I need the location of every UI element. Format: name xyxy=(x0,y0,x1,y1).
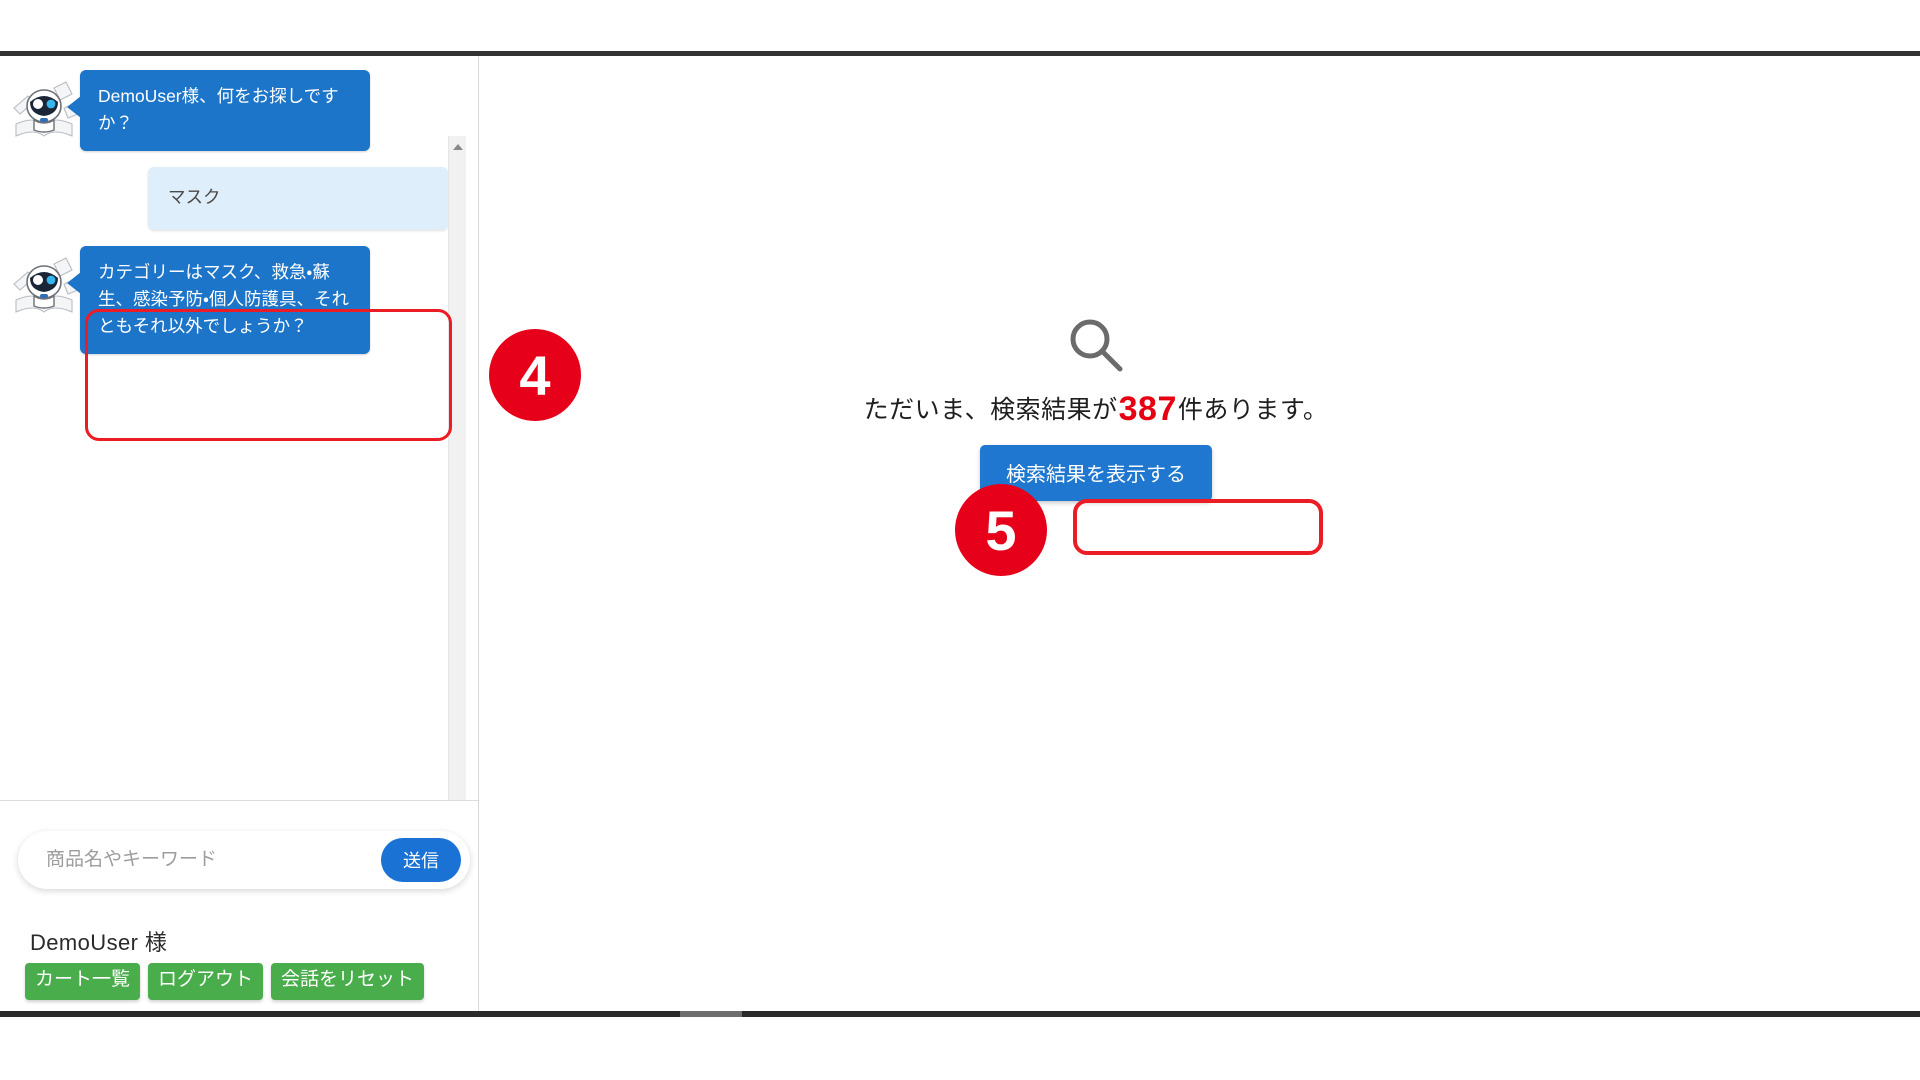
composer-input-pill: 送信 xyxy=(18,831,470,889)
horizontal-scrollbar-thumb[interactable] xyxy=(680,1011,742,1017)
user-message-bubble: マスク xyxy=(148,167,448,230)
annotation-marker-5: 5 xyxy=(955,484,1047,576)
cart-list-button[interactable]: カート一覧 xyxy=(25,963,141,1000)
chat-message-bot-greeting: DemoUser様、何をお探しですか？ xyxy=(0,70,460,152)
logout-button[interactable]: ログアウト xyxy=(148,963,264,1000)
chat-message-bot-category-question: カテゴリーはマスク、救急・蘇生、感染予防・個人防護具、それともそれ以外でしょうか… xyxy=(0,245,460,355)
chat-message-list: DemoUser様、何をお探しですか？ マスク xyxy=(0,56,460,370)
chat-panel: DemoUser様、何をお探しですか？ マスク xyxy=(0,56,479,1011)
account-user-label: DemoUser 様 xyxy=(30,930,168,955)
bot-greeting-bubble: DemoUser様、何をお探しですか？ xyxy=(67,70,370,152)
window-bottom-divider xyxy=(0,1011,1920,1017)
search-results-area: ただいま、検索結果が387件あります。 検索結果を表示する xyxy=(479,56,1920,1011)
results-count-value: 387 xyxy=(1118,390,1177,428)
bot-category-question-bubble-wrap: カテゴリーはマスク、救急・蘇生、感染予防・個人防護具、それともそれ以外でしょうか… xyxy=(67,245,370,355)
results-count-line: ただいま、検索結果が387件あります。 xyxy=(479,390,1713,429)
chat-scroll-area[interactable]: DemoUser様、何をお探しですか？ マスク xyxy=(0,56,478,801)
send-button[interactable]: 送信 xyxy=(381,838,461,882)
search-input[interactable] xyxy=(18,849,381,871)
page-body: DemoUser様、何をお探しですか？ マスク xyxy=(0,56,1920,1011)
chat-composer: 送信 xyxy=(0,803,478,915)
chat-message-user: マスク xyxy=(0,167,460,230)
bot-category-question-bubble: カテゴリーはマスク、救急・蘇生、感染予防・個人防護具、それともそれ以外でしょうか… xyxy=(67,245,370,355)
account-action-buttons: カート一覧 ログアウト 会話をリセット xyxy=(25,963,425,1000)
chat-vertical-scrollbar[interactable] xyxy=(448,136,467,800)
reset-conversation-button[interactable]: 会話をリセット xyxy=(271,963,425,1000)
magnifier-icon xyxy=(1070,319,1123,372)
account-footer: DemoUser 様 カート一覧 ログアウト 会話をリセット xyxy=(0,918,478,1011)
search-results-summary: ただいま、検索結果が387件あります。 検索結果を表示する xyxy=(479,314,1713,501)
results-count-prefix: ただいま、検索結果が xyxy=(863,396,1118,424)
results-count-suffix: 件あります。 xyxy=(1177,396,1329,424)
window-top-divider xyxy=(0,51,1920,56)
bot-greeting-bubble-wrap: DemoUser様、何をお探しですか？ xyxy=(67,70,370,152)
annotation-marker-4: 4 xyxy=(489,329,581,421)
chevron-up-icon[interactable] xyxy=(449,138,467,156)
